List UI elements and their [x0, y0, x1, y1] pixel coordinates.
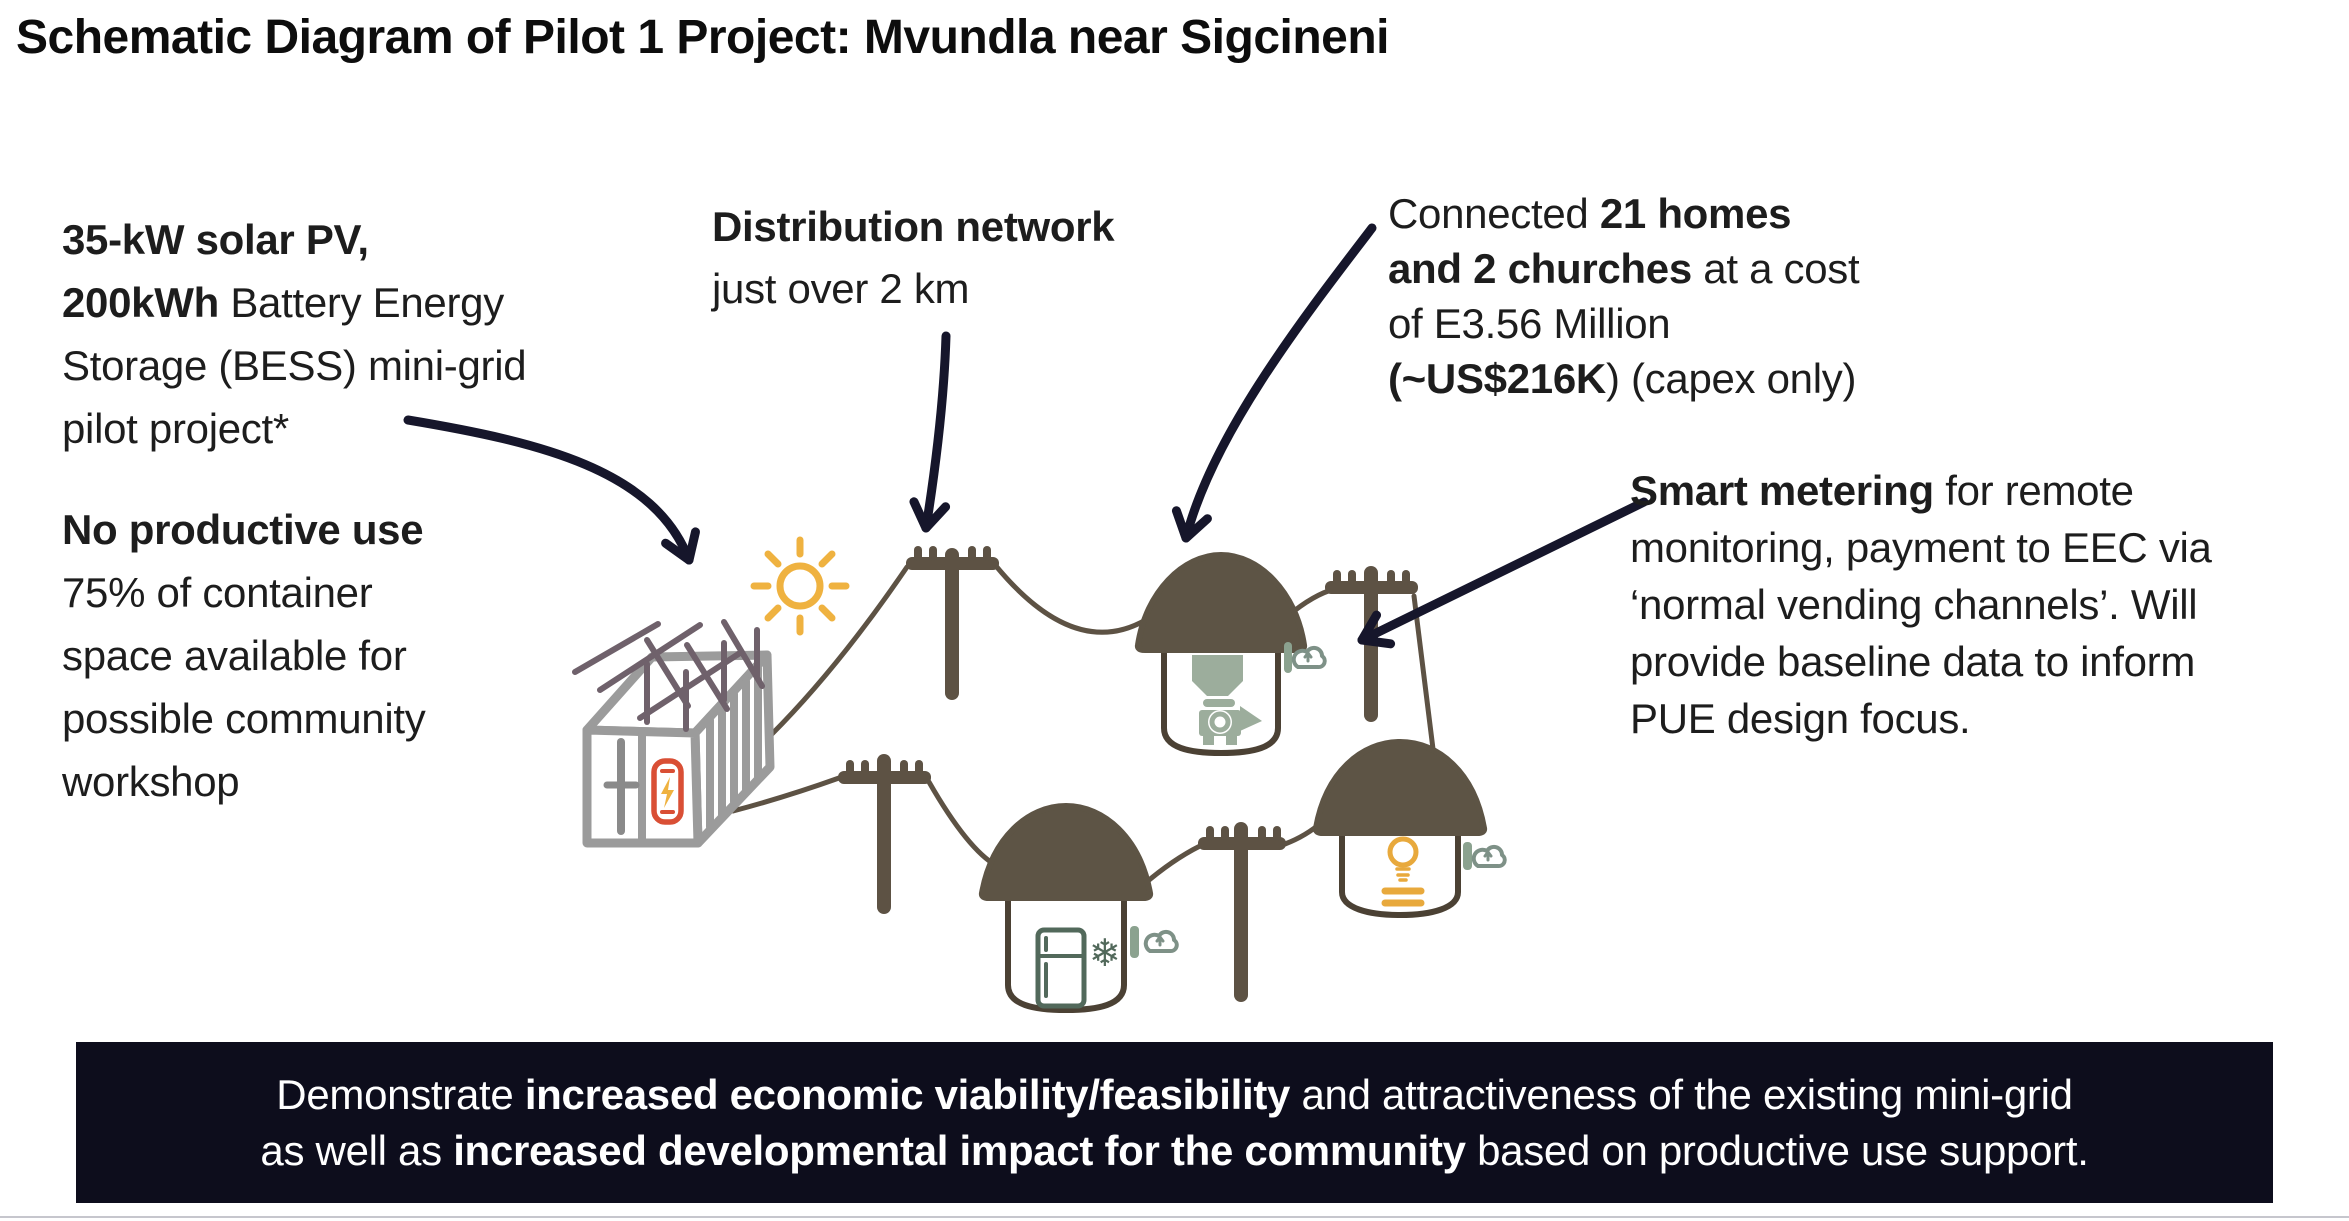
hut-icon [1312, 739, 1507, 918]
power-line [1411, 593, 1437, 760]
solar-battery-container-icon [572, 619, 775, 848]
power-lines [730, 563, 1437, 889]
goal-banner: Demonstrate increased economic viability… [76, 1042, 2273, 1203]
cloud-upload-icon [1291, 645, 1327, 670]
hut-icon [1134, 552, 1327, 756]
power-line [993, 563, 1155, 635]
sun-icon [750, 536, 850, 636]
annotation-arrow [909, 331, 951, 533]
smart-meter-icon [1463, 842, 1472, 870]
lightbulb-icon [1381, 836, 1425, 907]
fridge-icon [1035, 927, 1087, 1009]
cloud-upload-icon [1143, 929, 1179, 954]
power-line [730, 775, 842, 814]
annotation-arrow [1357, 497, 1649, 649]
mill-machine-icon [1192, 655, 1262, 745]
hut-roof [1134, 552, 1308, 653]
power-line [926, 779, 1000, 869]
annotation-arrows [403, 223, 1649, 649]
power-line [1139, 843, 1203, 889]
page-title: Schematic Diagram of Pilot 1 Project: Mv… [16, 11, 1390, 64]
power-pole-icon [838, 754, 931, 914]
power-pole-icon [1325, 566, 1418, 722]
smart-meter-icon [1284, 642, 1292, 673]
cloud-upload-icon [1471, 844, 1507, 869]
battery-icon [651, 758, 684, 825]
hut-roof [978, 803, 1154, 901]
power-line [768, 564, 910, 738]
solar-rack-icon [572, 619, 765, 732]
power-pole-icon [906, 546, 999, 700]
slide-bottom-rule [0, 1216, 2349, 1218]
hut-icon: ❄ [978, 803, 1179, 1013]
annotation-arrow [403, 415, 700, 565]
smart-meter-icon [1130, 926, 1139, 958]
hut-roof [1312, 739, 1488, 836]
annotation-arrow [1171, 223, 1377, 543]
utility-pole-glyph [603, 738, 640, 835]
snowflake-icon: ❄ [1089, 931, 1121, 975]
power-pole-icon [1198, 822, 1286, 1002]
